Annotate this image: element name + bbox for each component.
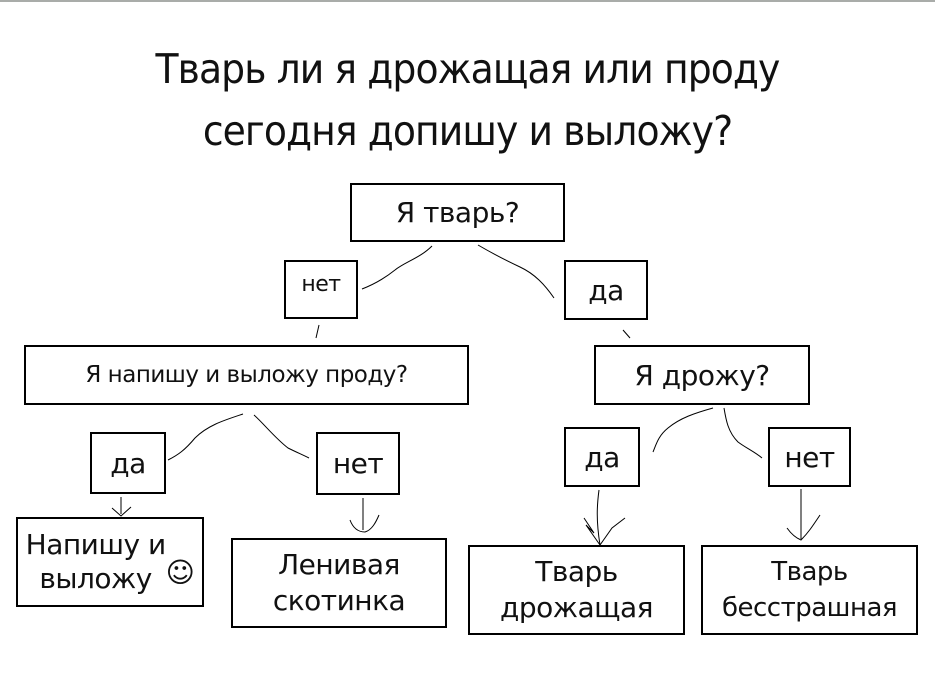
node-result-fearless: Тварь бесстрашная bbox=[701, 545, 918, 635]
edge-qwrite-no bbox=[253, 414, 310, 459]
edge-qtremble-yes bbox=[652, 407, 714, 453]
neutral-face-icon: ☺ bbox=[165, 556, 195, 589]
edge-no-qwrite bbox=[315, 324, 320, 339]
arrow-no-lazy bbox=[349, 498, 380, 533]
node-no-write: нет bbox=[316, 432, 400, 495]
edge-root-yes bbox=[477, 244, 555, 299]
node-yes-1: да bbox=[564, 260, 648, 320]
top-border bbox=[0, 0, 935, 2]
arrow-no-fearless bbox=[786, 489, 821, 541]
edge-qwrite-yes bbox=[167, 413, 244, 461]
edge-yes-qtremble bbox=[622, 329, 631, 339]
node-yes-tremble: да bbox=[564, 427, 640, 487]
edge-root-no bbox=[361, 245, 433, 290]
result-write-text: Напишу и выложу bbox=[25, 528, 167, 595]
node-result-trembling: Тварь дрожащая bbox=[468, 545, 685, 635]
node-yes-write: да bbox=[90, 432, 166, 494]
edge-qtremble-no bbox=[723, 407, 763, 459]
node-no-tremble: нет bbox=[768, 427, 851, 487]
node-result-write: Напишу и выложу☺ bbox=[16, 517, 204, 607]
arrow-yes-write bbox=[111, 497, 132, 517]
node-question-write: Я напишу и выложу проду? bbox=[24, 345, 469, 405]
diagram-title: Тварь ли я дрожащая или проду сегодня до… bbox=[155, 45, 781, 155]
node-question-tremble: Я дрожу? bbox=[594, 345, 810, 405]
node-root-question: Я тварь? bbox=[350, 183, 565, 242]
node-result-lazy: Ленивая скотинка bbox=[231, 538, 447, 628]
node-no-1: нет bbox=[284, 260, 358, 319]
arrow-yes-trembling bbox=[583, 489, 626, 546]
